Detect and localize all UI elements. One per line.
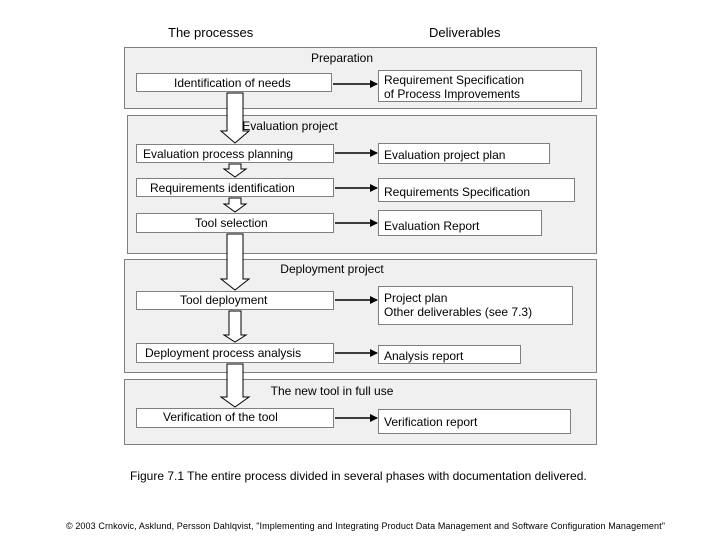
down-arrow (222, 197, 248, 213)
deliverable-line: Verification report (384, 415, 478, 429)
process-label: Identification of needs (174, 76, 291, 90)
figure-caption: Figure 7.1 The entire process divided in… (130, 469, 587, 483)
down-arrow (219, 92, 251, 144)
deliverable-project-plan: Project plan Other deliverables (see 7.3… (378, 286, 573, 325)
down-arrow (219, 233, 251, 291)
processes-header: The processes (168, 25, 254, 40)
down-arrow (219, 363, 251, 408)
deliverable-line: Project plan (384, 291, 448, 305)
process-tool-selection: Tool selection (136, 213, 334, 233)
process-deployment-analysis: Deployment process analysis (136, 343, 334, 363)
deliverable-line: Evaluation Report (384, 219, 480, 233)
process-tool-deployment: Tool deployment (136, 291, 334, 310)
deliverable-line: of Process Improvements (384, 87, 521, 101)
down-arrow (222, 310, 248, 343)
deliverable-verification-report: Verification report (378, 409, 571, 434)
process-identification-of-needs: Identification of needs (136, 73, 332, 92)
phase-title-full-use: The new tool in full use (270, 384, 394, 398)
process-label: Verification of the tool (163, 410, 278, 424)
deliverable-line: Evaluation project plan (384, 148, 506, 162)
deliverables-header: Deliverables (429, 25, 501, 40)
deliverable-line: Other deliverables (see 7.3) (384, 305, 533, 319)
process-label: Deployment process analysis (145, 346, 302, 360)
process-evaluation-planning: Evaluation process planning (136, 144, 334, 163)
process-label: Evaluation process planning (143, 147, 294, 161)
deliverable-line: Requirement Specification (384, 73, 525, 87)
deliverable-line: Analysis report (384, 349, 464, 363)
down-arrow (222, 163, 248, 178)
phase-title-preparation: Preparation (310, 51, 374, 65)
deliverable-line: Requirements Specification (384, 185, 531, 199)
deliverable-analysis-report: Analysis report (378, 345, 521, 364)
process-label: Tool deployment (180, 293, 268, 307)
process-requirements-identification: Requirements identification (136, 178, 334, 197)
deliverable-requirements-spec: Requirements Specification (378, 178, 575, 202)
deliverable-evaluation-plan: Evaluation project plan (378, 143, 550, 164)
process-label: Requirements identification (150, 181, 295, 195)
phase-title-deployment: Deployment project (280, 262, 384, 276)
process-verification: Verification of the tool (136, 408, 334, 428)
phase-title-evaluation: Evaluation project (242, 119, 338, 133)
process-label: Tool selection (195, 216, 268, 230)
deliverable-evaluation-report: Evaluation Report (378, 210, 542, 236)
deliverable-requirement-spec-process: Requirement Specification of Process Imp… (378, 70, 582, 102)
copyright-footer: © 2003 Crnkovic, Asklund, Persson Dahlqv… (66, 521, 666, 531)
block-arrows (219, 92, 251, 408)
